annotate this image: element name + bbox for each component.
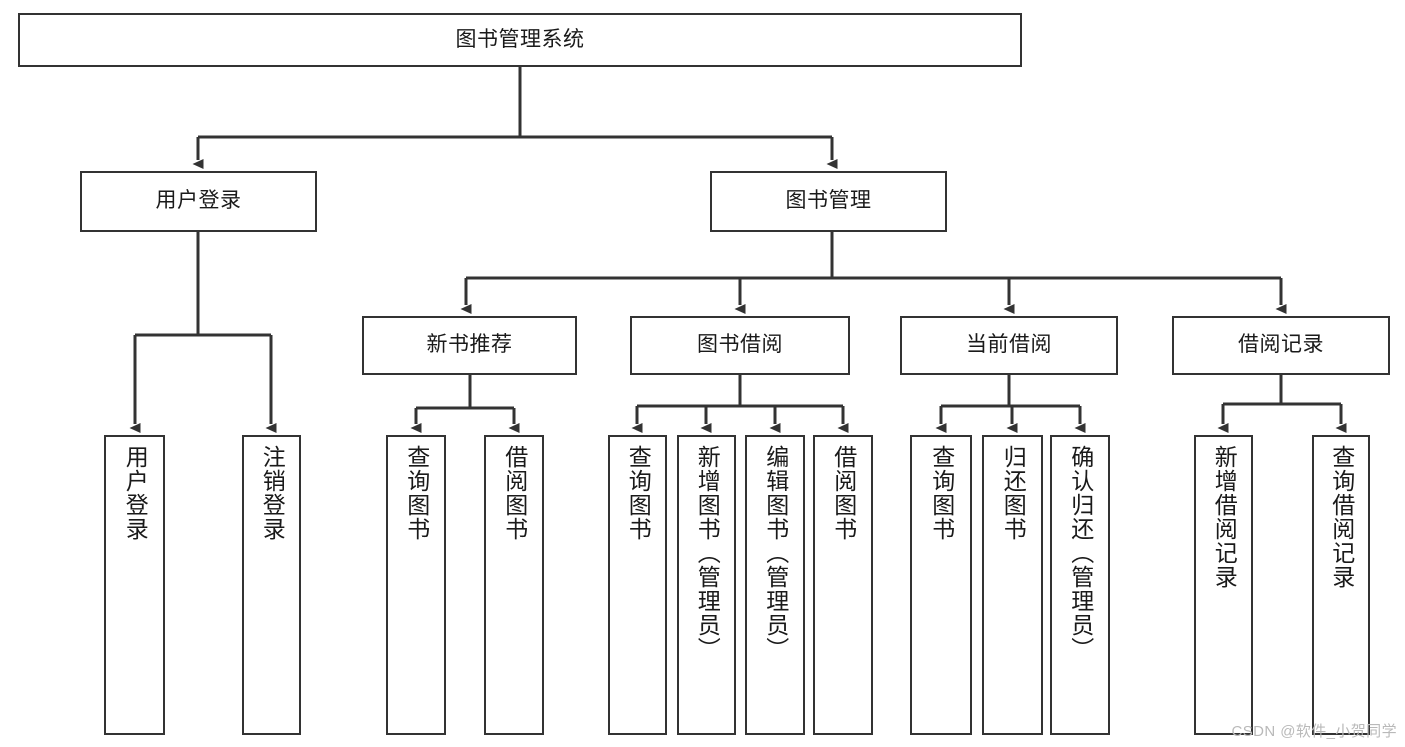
node-user-login[interactable]: 用户登录 — [80, 171, 317, 232]
node-root[interactable]: 图书管理系统 — [18, 13, 1022, 67]
leaf-borrow-book[interactable]: 借阅图书 — [813, 435, 873, 735]
leaf-borrow-book-recommend[interactable]: 借阅图书 — [484, 435, 544, 735]
node-new-book-recommend[interactable]: 新书推荐 — [362, 316, 577, 375]
leaf-query-book-recommend-label: 查询图书 — [403, 445, 430, 541]
leaf-logout[interactable]: 注销登录 — [242, 435, 301, 735]
node-book-management-label: 图书管理 — [785, 189, 872, 213]
watermark: CSDN @软件_小贺同学 — [1231, 723, 1397, 740]
node-current-borrow[interactable]: 当前借阅 — [900, 316, 1118, 375]
leaf-add-book-admin[interactable]: 新增图书（管理员） — [677, 435, 736, 735]
node-borrow-record[interactable]: 借阅记录 — [1172, 316, 1390, 375]
leaf-confirm-return-admin-label: 确认归还（管理员） — [1067, 445, 1094, 661]
leaf-user-login-label: 用户登录 — [122, 445, 149, 541]
node-current-borrow-label: 当前借阅 — [966, 333, 1052, 357]
leaf-user-login[interactable]: 用户登录 — [104, 435, 165, 735]
node-borrow-record-label: 借阅记录 — [1238, 333, 1324, 357]
leaf-edit-book-admin-label: 编辑图书（管理员） — [762, 445, 789, 661]
leaf-query-book-current-label: 查询图书 — [928, 445, 955, 541]
leaf-borrow-book-recommend-label: 借阅图书 — [501, 445, 528, 541]
leaf-edit-book-admin[interactable]: 编辑图书（管理员） — [745, 435, 805, 735]
node-new-book-recommend-label: 新书推荐 — [426, 333, 513, 357]
leaf-query-borrow-record-label: 查询借阅记录 — [1328, 445, 1355, 589]
leaf-add-borrow-record[interactable]: 新增借阅记录 — [1194, 435, 1253, 735]
leaf-add-book-admin-label: 新增图书（管理员） — [694, 445, 721, 661]
leaf-query-book-current[interactable]: 查询图书 — [910, 435, 972, 735]
node-book-management[interactable]: 图书管理 — [710, 171, 947, 232]
leaf-query-book-recommend[interactable]: 查询图书 — [386, 435, 446, 735]
leaf-query-book-borrow-label: 查询图书 — [625, 445, 652, 541]
leaf-add-borrow-record-label: 新增借阅记录 — [1211, 445, 1238, 589]
leaf-return-book[interactable]: 归还图书 — [982, 435, 1043, 735]
leaf-query-book-borrow[interactable]: 查询图书 — [608, 435, 667, 735]
leaf-logout-label: 注销登录 — [259, 445, 286, 541]
leaf-return-book-label: 归还图书 — [1000, 445, 1027, 541]
node-root-label: 图书管理系统 — [455, 27, 585, 51]
node-book-borrow[interactable]: 图书借阅 — [630, 316, 850, 375]
node-book-borrow-label: 图书借阅 — [697, 333, 783, 357]
node-user-login-label: 用户登录 — [155, 189, 242, 213]
leaf-query-borrow-record[interactable]: 查询借阅记录 — [1312, 435, 1370, 735]
leaf-borrow-book-label: 借阅图书 — [830, 445, 857, 541]
leaf-confirm-return-admin[interactable]: 确认归还（管理员） — [1050, 435, 1110, 735]
